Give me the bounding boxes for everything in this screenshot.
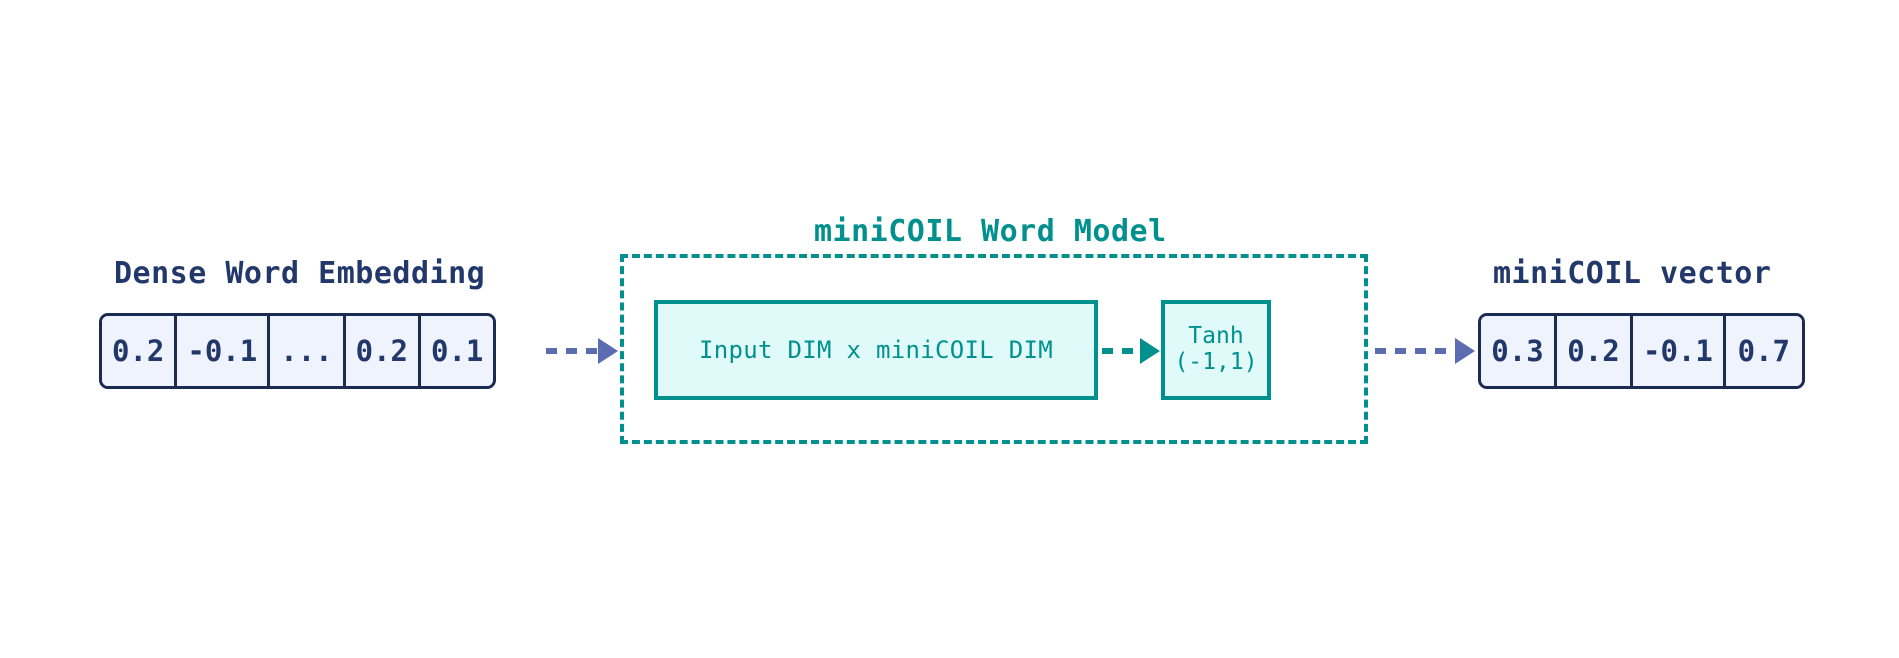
arrow-model-to-output-icon xyxy=(1375,338,1475,364)
linear-layer-box: Input DIM x miniCOIL DIM xyxy=(654,300,1098,400)
vector-cell: -0.1 xyxy=(1633,316,1726,386)
vector-cell: 0.2 xyxy=(1557,316,1633,386)
vector-cell: 0.2 xyxy=(102,316,178,386)
dense-word-embedding-label: Dense Word Embedding xyxy=(114,256,486,291)
arrow-dense-to-model-icon xyxy=(546,338,618,364)
vector-cell: -0.1 xyxy=(177,316,271,386)
vector-cell: 0.3 xyxy=(1481,316,1557,386)
tanh-activation-box: Tanh (-1,1) xyxy=(1161,300,1271,400)
arrow-shaft xyxy=(546,348,598,354)
vector-cell: 0.2 xyxy=(345,316,422,386)
minicoil-output-vector: 0.3 0.2 -0.1 0.7 xyxy=(1478,313,1805,389)
model-title: miniCOIL Word Model xyxy=(814,214,1167,249)
vector-cell: 0.1 xyxy=(421,316,494,386)
arrow-head xyxy=(1140,338,1160,364)
tanh-activation-name: Tanh xyxy=(1188,323,1244,350)
vector-cell-ellipsis: ... xyxy=(270,316,346,386)
minicoil-vector-label: miniCOIL vector xyxy=(1493,256,1772,291)
dense-word-embedding-vector: 0.2 -0.1 ... 0.2 0.1 xyxy=(99,313,497,389)
minicoil-word-model-container xyxy=(620,254,1368,444)
vector-cell: 0.7 xyxy=(1725,316,1802,386)
tanh-activation-range: (-1,1) xyxy=(1174,349,1258,375)
arrow-shaft xyxy=(1375,348,1455,354)
arrow-linear-to-tanh-icon xyxy=(1102,338,1160,364)
linear-layer-label: Input DIM x miniCOIL DIM xyxy=(699,336,1053,364)
arrow-head xyxy=(1455,338,1475,364)
arrow-shaft xyxy=(1102,348,1140,354)
arrow-head xyxy=(598,338,618,364)
